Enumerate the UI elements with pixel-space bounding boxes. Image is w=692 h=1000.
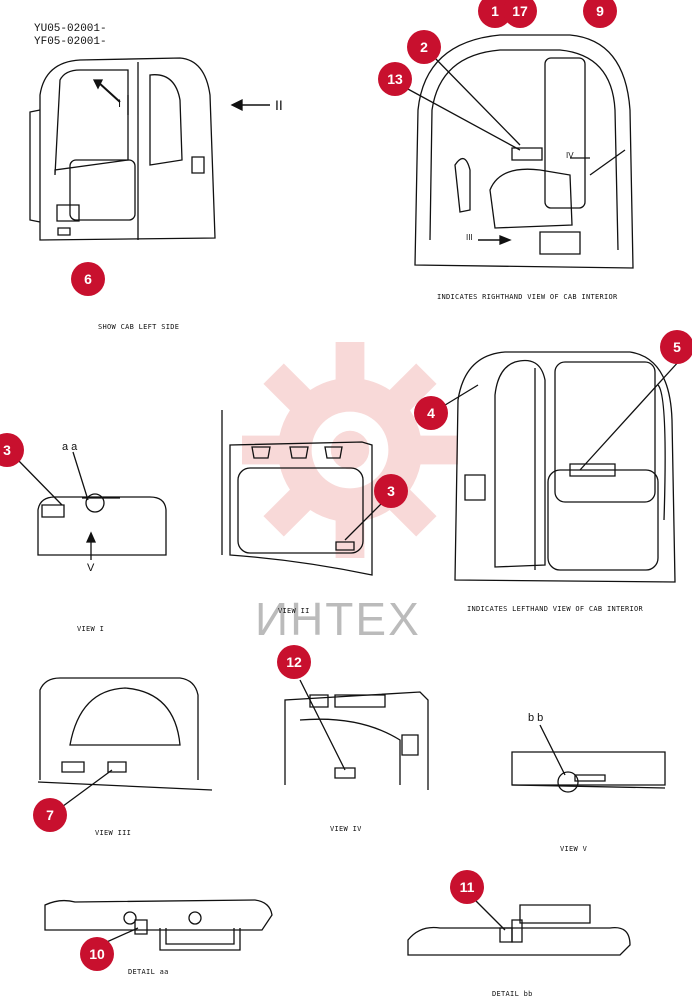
arrow-label-III: III — [466, 233, 473, 242]
view-3-drawing — [38, 678, 212, 812]
callout-13[interactable]: 13 — [378, 62, 412, 96]
callout-2[interactable]: 2 — [407, 30, 441, 64]
watermark-text: ИНТЕХ — [255, 593, 421, 645]
caption-detail-bb: DETAIL bb — [492, 990, 533, 998]
arrow-label-V: V — [87, 562, 95, 574]
caption-left-interior: INDICATES LEFTHAND VIEW OF CAB INTERIOR — [467, 605, 644, 613]
right-interior-drawing — [395, 35, 633, 268]
arrow-label-I: I — [118, 98, 122, 110]
callout-17[interactable]: 17 — [503, 0, 537, 28]
view-1-drawing — [16, 452, 166, 560]
callout-3[interactable]: 3 — [374, 474, 408, 508]
arrow-label-IV: IV — [566, 151, 574, 160]
callout-11[interactable]: 11 — [450, 870, 484, 904]
view-5-drawing — [512, 725, 665, 792]
callout-7[interactable]: 7 — [33, 798, 67, 832]
cab-left-side-drawing — [30, 58, 270, 240]
callout-4[interactable]: 4 — [414, 396, 448, 430]
caption-view-4: VIEW IV — [330, 825, 362, 833]
caption-view-2: VIEW II — [278, 607, 310, 615]
callout-12[interactable]: 12 — [277, 645, 311, 679]
caption-view-5: VIEW V — [560, 845, 588, 853]
watermark-gear-icon — [242, 342, 458, 558]
detail-ref-aa: a a — [62, 441, 78, 453]
callout-9[interactable]: 9 — [583, 0, 617, 28]
callout-10[interactable]: 10 — [80, 937, 114, 971]
caption-view-3: VIEW III — [95, 829, 132, 837]
caption-detail-aa: DETAIL aa — [128, 968, 169, 976]
view-4-drawing — [285, 680, 428, 790]
serial-number: YU05-02001- — [34, 23, 107, 35]
caption-view-1: VIEW I — [77, 625, 105, 633]
detail-bb-drawing — [408, 895, 630, 955]
caption-cab-left: SHOW CAB LEFT SIDE — [98, 323, 180, 331]
detail-aa-drawing — [45, 900, 272, 950]
arrow-label-II: II — [275, 97, 283, 113]
caption-right-interior: INDICATES RIGHTHAND VIEW OF CAB INTERIOR — [437, 293, 618, 301]
left-interior-drawing — [432, 352, 680, 582]
detail-ref-bb: b b — [528, 712, 544, 724]
callout-6[interactable]: 6 — [71, 262, 105, 296]
callout-5[interactable]: 5 — [660, 330, 692, 364]
view-2-drawing — [222, 410, 390, 575]
serial-number: YF05-02001- — [34, 36, 107, 48]
